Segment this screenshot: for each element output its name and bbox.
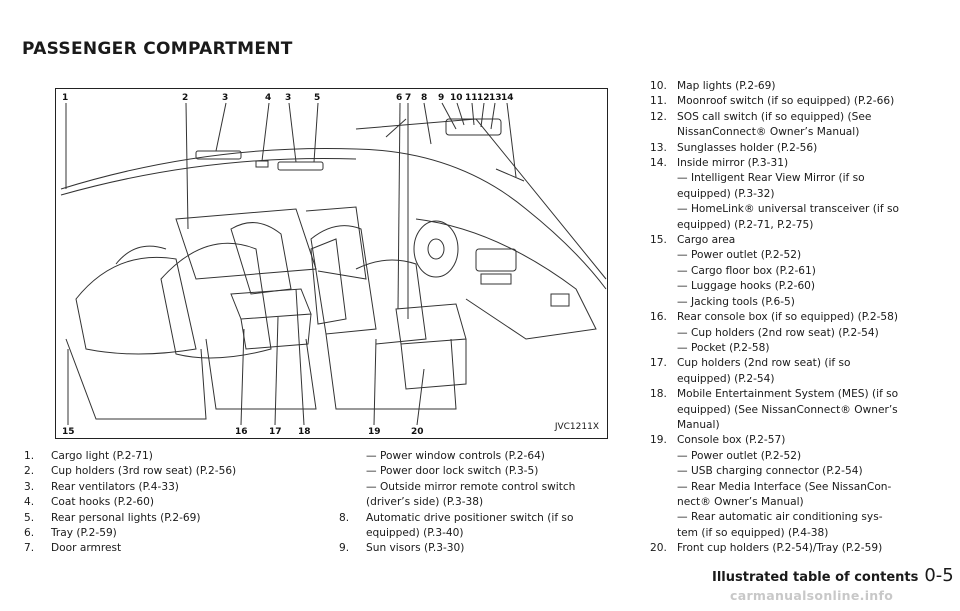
figure-callout: 2 [182, 93, 188, 103]
page-footer: Illustrated table of contents 0-5 [712, 565, 954, 586]
legend-column-right: 10.Map lights (P.2-69) 11.Moonroof switc… [650, 79, 950, 557]
interior-drawing: 1 2 3 4 3 5 6 7 8 9 10 11 12 13 14 15 16… [60, 93, 607, 437]
page-title: PASSENGER COMPARTMENT [22, 39, 293, 59]
legend-item: 3.Rear ventilators (P.4-33) [24, 480, 179, 493]
legend-item: 4.Coat hooks (P.2-60) [24, 496, 155, 509]
legend-item: 18.Mobile Entertainment System (MES) (if… [650, 388, 899, 431]
figure-callout: 3 [222, 93, 228, 103]
legend-item: 14.Inside mirror (P.3-31)— Intelligent R… [650, 157, 899, 231]
legend-item: 2.Cup holders (3rd row seat) (P.2-56) [24, 465, 237, 478]
legend-column-middle: — Power window controls (P.2-64) — Power… [339, 449, 611, 557]
figure-callout: 3 [285, 93, 291, 103]
figure-callout: 5 [314, 93, 320, 103]
legend-item: 10.Map lights (P.2-69) [650, 80, 776, 92]
figure-callout: 6 [396, 93, 402, 103]
legend-item: 11.Moonroof switch (if so equipped) (P.2… [650, 95, 895, 108]
watermark: carmanualsonline.info [730, 588, 894, 603]
legend-item: 15.Cargo area— Power outlet (P.2-52)— Ca… [650, 234, 816, 308]
legend-item: 16.Rear console box (if so equipped) (P.… [650, 311, 899, 354]
figure-callout: 1 [62, 93, 68, 103]
passenger-compartment-illustration: 1 2 3 4 3 5 6 7 8 9 10 11 12 13 14 15 16… [55, 88, 608, 439]
figure-callout: 18 [298, 427, 311, 437]
page-number: 0-5 [924, 565, 954, 586]
figure-callout: 20 [411, 427, 424, 437]
legend-item: 9.Sun visors (P.3-30) [339, 542, 465, 555]
figure-callout: 19 [368, 427, 381, 437]
figure-callout: 17 [269, 427, 282, 437]
legend-item: 1.Cargo light (P.2-71) [24, 450, 153, 462]
figure-callout: 7 [405, 93, 411, 103]
legend-item: 6.Tray (P.2-59) [24, 527, 117, 540]
figure-callout: 9 [438, 93, 444, 103]
figure-callout: 11 [465, 93, 478, 103]
figure-callout: 12 [477, 93, 490, 103]
figure-callout: 10 [450, 93, 463, 103]
figure-callout: 14 [501, 93, 514, 103]
legend-subitem: — Outside mirror remote control switch [366, 480, 576, 493]
legend-item: 20.Front cup holders (P.2-54)/Tray (P.2-… [650, 542, 883, 555]
figure-callout: 16 [235, 427, 248, 437]
legend-item: 13.Sunglasses holder (P.2-56) [650, 141, 818, 154]
legend-subitem: — Power window controls (P.2-64) [366, 450, 545, 462]
legend-item: 7.Door armrest [24, 542, 122, 555]
legend-subitem: (driver’s side) (P.3-38) [366, 496, 484, 509]
legend-column-left: 1.Cargo light (P.2-71) 2.Cup holders (3r… [24, 449, 324, 557]
legend-item: 8.Automatic drive positioner switch (if … [339, 511, 574, 540]
figure-callout: 8 [421, 93, 427, 103]
figure-callout: 13 [489, 93, 502, 103]
legend-subitem: — Power door lock switch (P.3-5) [366, 465, 539, 478]
figure-code: JVC1211X [554, 422, 599, 432]
legend-item: 12.SOS call switch (if so equipped) (See… [650, 110, 872, 139]
legend-item: 5.Rear personal lights (P.2-69) [24, 511, 201, 524]
figure-callout: 15 [62, 427, 75, 437]
footer-label: Illustrated table of contents [712, 570, 919, 585]
legend-item: 19.Console box (P.2-57)— Power outlet (P… [650, 434, 892, 539]
figure-callout: 4 [265, 93, 271, 103]
